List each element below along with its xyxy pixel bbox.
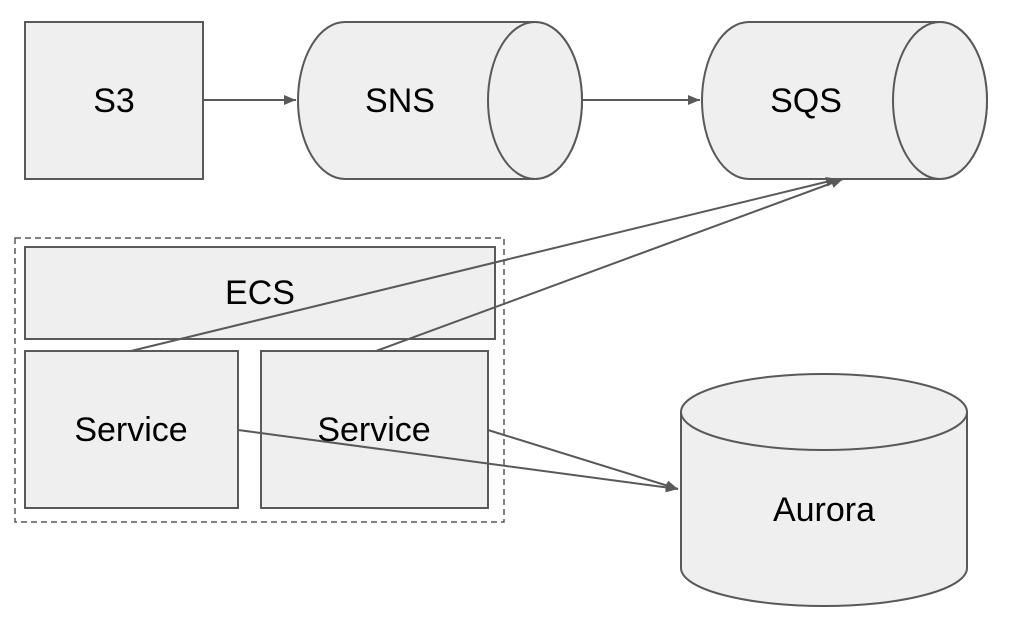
ecs-box (24, 246, 496, 340)
aurora-cylinder-top (680, 373, 968, 451)
sqs-cylinder-cap (892, 21, 988, 180)
service-node-1: Service (24, 350, 239, 509)
service-node-2: Service (260, 350, 489, 509)
sns-label: SNS (365, 82, 435, 120)
aurora-cylinder-body (680, 412, 968, 607)
s3-node: S3 (24, 21, 204, 180)
s3-label: S3 (93, 82, 135, 120)
ecs-label: ECS (225, 274, 295, 312)
aurora-node: Aurora (680, 373, 968, 607)
service-box-1 (24, 350, 239, 509)
sqs-label: SQS (770, 82, 842, 120)
sqs-node: SQS (701, 21, 988, 180)
edge-service1-to-sqs (130, 176, 839, 352)
edge-service2-to-sqs (375, 178, 844, 352)
aurora-label: Aurora (773, 491, 875, 529)
s3-box (24, 21, 204, 180)
ecs-node: ECS (24, 246, 496, 340)
service-label-1: Service (74, 411, 187, 449)
edge-service2-to-aurora (487, 429, 679, 491)
ecs-cluster-frame (14, 237, 505, 523)
edge-service1-to-aurora (237, 429, 679, 493)
sns-cylinder-cap (487, 21, 583, 180)
service-box-2 (260, 350, 489, 509)
sns-node: SNS (297, 21, 583, 180)
